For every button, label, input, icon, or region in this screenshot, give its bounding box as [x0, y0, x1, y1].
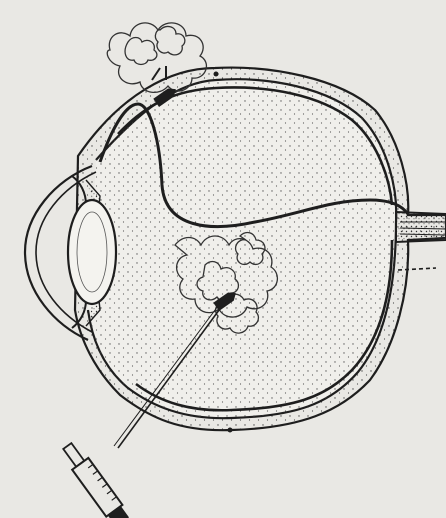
scleral-puncture-channel	[152, 66, 166, 80]
sclera-marker-dot	[214, 72, 219, 77]
sclera-marker-dot	[228, 428, 233, 433]
syringe	[59, 440, 130, 518]
lens	[68, 200, 116, 304]
optic-nerve	[396, 212, 446, 242]
